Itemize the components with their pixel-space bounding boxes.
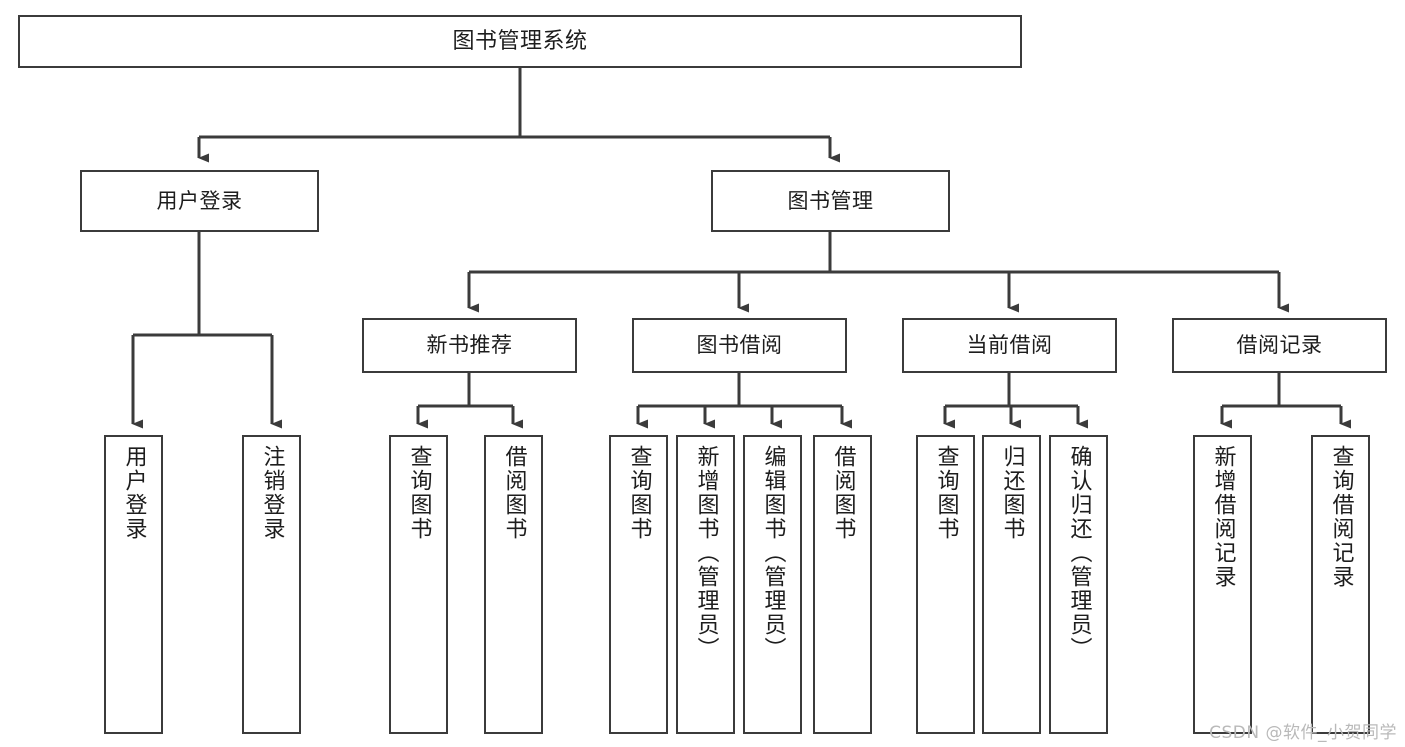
leaf-query-book-2-label: 查询图书	[626, 445, 652, 541]
leaf-borrow-book-2[interactable]: 借阅图书	[813, 435, 872, 734]
leaf-query-book-3-label: 查询图书	[933, 445, 959, 541]
leaf-return-book[interactable]: 归还图书	[982, 435, 1041, 734]
leaf-confirm-return-label: 确认归还（管理员）	[1066, 445, 1092, 661]
leaf-user-login-label: 用户登录	[121, 445, 147, 541]
node-root[interactable]: 图书管理系统	[18, 15, 1022, 68]
leaf-return-book-label: 归还图书	[999, 445, 1025, 541]
node-book-borrow[interactable]: 图书借阅	[632, 318, 847, 373]
leaf-user-logout[interactable]: 注销登录	[242, 435, 301, 734]
leaf-add-book[interactable]: 新增图书（管理员）	[676, 435, 735, 734]
node-root-label: 图书管理系统	[452, 28, 588, 54]
node-borrow-record-label: 借阅记录	[1236, 333, 1323, 358]
node-current-borrow-label: 当前借阅	[966, 333, 1053, 358]
leaf-user-logout-label: 注销登录	[259, 445, 285, 541]
leaf-add-record-label: 新增借阅记录	[1210, 445, 1236, 589]
leaf-query-record-label: 查询借阅记录	[1328, 445, 1354, 589]
leaf-query-book-1-label: 查询图书	[406, 445, 432, 541]
leaf-edit-book[interactable]: 编辑图书（管理员）	[743, 435, 802, 734]
node-borrow-record[interactable]: 借阅记录	[1172, 318, 1387, 373]
watermark: CSDN @软件_小贺同学	[1209, 723, 1397, 743]
node-user-login[interactable]: 用户登录	[80, 170, 319, 232]
node-book-manage[interactable]: 图书管理	[711, 170, 950, 232]
node-current-borrow[interactable]: 当前借阅	[902, 318, 1117, 373]
leaf-query-book-3[interactable]: 查询图书	[916, 435, 975, 734]
node-book-borrow-label: 图书借阅	[696, 333, 783, 358]
node-book-manage-label: 图书管理	[787, 188, 874, 213]
node-new-book-recommend-label: 新书推荐	[426, 333, 513, 358]
leaf-add-book-label: 新增图书（管理员）	[693, 445, 719, 661]
leaf-query-book-1[interactable]: 查询图书	[389, 435, 448, 734]
leaf-borrow-book-1-label: 借阅图书	[501, 445, 527, 541]
leaf-borrow-book-2-label: 借阅图书	[830, 445, 856, 541]
leaf-edit-book-label: 编辑图书（管理员）	[760, 445, 786, 661]
leaf-add-record[interactable]: 新增借阅记录	[1193, 435, 1252, 734]
leaf-query-book-2[interactable]: 查询图书	[609, 435, 668, 734]
leaf-confirm-return[interactable]: 确认归还（管理员）	[1049, 435, 1108, 734]
leaf-user-login[interactable]: 用户登录	[104, 435, 163, 734]
leaf-borrow-book-1[interactable]: 借阅图书	[484, 435, 543, 734]
leaf-query-record[interactable]: 查询借阅记录	[1311, 435, 1370, 734]
node-user-login-label: 用户登录	[156, 188, 243, 213]
node-new-book-recommend[interactable]: 新书推荐	[362, 318, 577, 373]
